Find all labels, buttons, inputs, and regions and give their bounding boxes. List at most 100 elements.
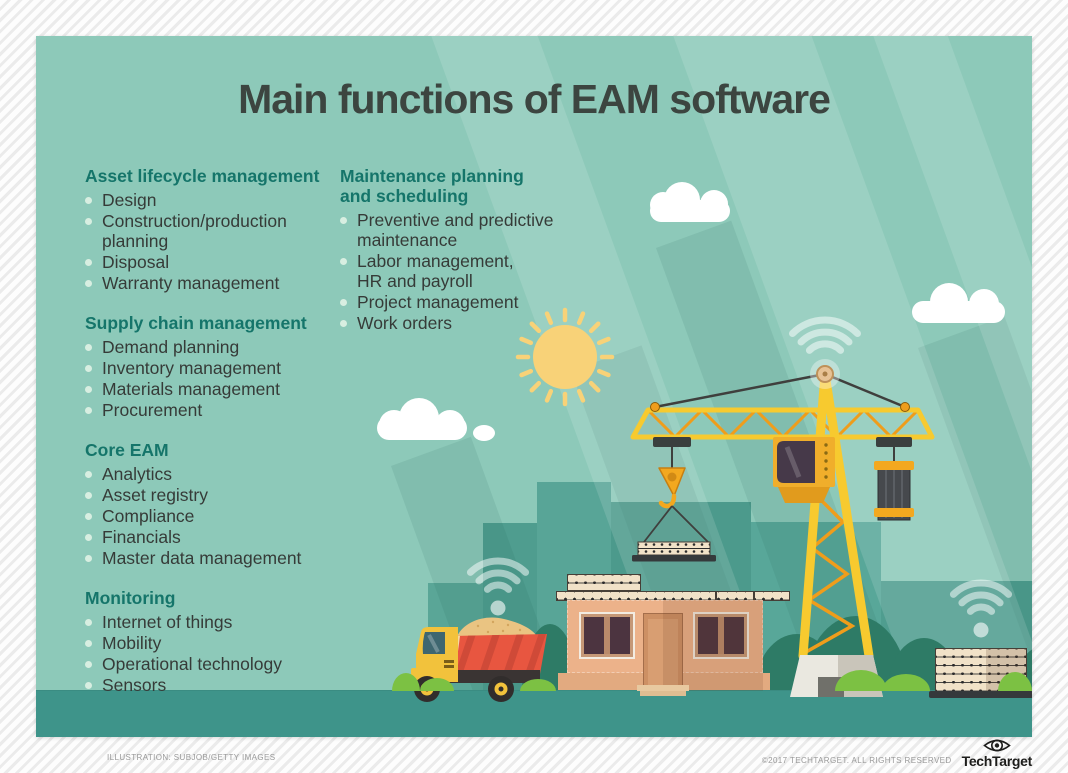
list-item: Compliance	[85, 506, 323, 526]
list-item: Mobility	[85, 633, 323, 653]
bullet-icon	[85, 217, 92, 225]
list-item: Master data management	[85, 548, 323, 568]
crane-trolley	[876, 437, 912, 447]
bullet-icon	[85, 343, 92, 351]
list-item: Internet of things	[85, 612, 323, 632]
item-list: Internet of things Mobility Operational …	[85, 612, 323, 695]
house-door-panel	[648, 619, 678, 685]
section-asset-lifecycle-management: Asset lifecycle management Design Constr…	[85, 166, 323, 293]
list-item-label: Materials management	[102, 379, 280, 399]
bush	[392, 673, 420, 691]
bullet-icon	[85, 681, 92, 689]
truck-chassis	[438, 670, 540, 683]
list-item-label: Compliance	[102, 506, 195, 526]
item-list: Design Construction/production planning …	[85, 190, 323, 293]
truck-window	[422, 632, 445, 654]
crane-counterweight	[874, 461, 914, 521]
bush	[882, 674, 930, 691]
bullet-icon	[85, 533, 92, 541]
crane-tower	[798, 369, 874, 661]
list-item-label: Warranty management	[102, 273, 280, 293]
crane-jib	[630, 402, 935, 440]
list-item-label: Sensors	[102, 675, 167, 695]
list-item: Project management	[340, 292, 578, 312]
list-item-label: Mobility	[102, 633, 162, 653]
list-item-label: Labor management, HR and payroll	[357, 251, 514, 291]
list-item-label: Financials	[102, 527, 181, 547]
bullet-icon	[85, 406, 92, 414]
item-list: Demand planning Inventory management Mat…	[85, 337, 323, 420]
crane-tie-lines	[654, 372, 906, 409]
sun-icon	[515, 307, 615, 407]
crane-apex-sensor	[810, 359, 840, 389]
list-item: Disposal	[85, 252, 323, 272]
wifi-icon	[466, 557, 530, 616]
list-item-label: Disposal	[102, 252, 170, 272]
house-under-construction	[551, 572, 801, 704]
list-item-label: Procurement	[102, 400, 203, 420]
section-heading: Monitoring	[85, 588, 176, 608]
list-item: Design	[85, 190, 323, 210]
bush	[835, 670, 887, 691]
bullet-icon	[85, 618, 92, 626]
list-item-label: Analytics	[102, 464, 173, 484]
techtarget-eye-icon	[983, 739, 1011, 752]
bullet-icon	[85, 470, 92, 478]
list-item-label: Operational technology	[102, 654, 282, 674]
section-heading: Maintenance planning and scheduling	[340, 166, 524, 206]
bullet-icon	[85, 660, 92, 668]
techtarget-wordmark: TechTarget	[961, 753, 1033, 769]
crane-cab	[773, 437, 835, 503]
copyright-text: ©2017 TECHTARGET. ALL RIGHTS RESERVED	[761, 756, 952, 765]
cloud	[912, 283, 1005, 323]
bullet-icon	[85, 196, 92, 204]
section-heading: Core EAM	[85, 440, 169, 460]
list-item-label: Inventory management	[102, 358, 281, 378]
list-item: Analytics	[85, 464, 323, 484]
brick-beam	[567, 574, 641, 591]
list-item-label: Construction/production planning	[102, 211, 287, 251]
list-item: Operational technology	[85, 654, 323, 674]
list-item: Warranty management	[85, 273, 323, 293]
section-maintenance-planning: Maintenance planning and scheduling Prev…	[340, 166, 578, 333]
house-step	[640, 691, 686, 696]
section-monitoring: Monitoring Internet of things Mobility O…	[85, 588, 323, 695]
section-heading: Supply chain management	[85, 313, 307, 333]
list-item: Asset registry	[85, 485, 323, 505]
list-item: Preventive and predictive maintenance	[340, 210, 578, 250]
pallet-base	[929, 691, 1032, 698]
list-item-label: Asset registry	[102, 485, 208, 505]
house-window	[693, 612, 749, 659]
crane-hook-icon	[658, 467, 686, 509]
bullet-icon	[340, 319, 347, 327]
list-item: Inventory management	[85, 358, 323, 378]
list-item: Work orders	[340, 313, 578, 333]
bullet-icon	[85, 279, 92, 287]
bullet-icon	[85, 512, 92, 520]
footer-brand-area: ©2017 TECHTARGET. ALL RIGHTS RESERVED Te…	[762, 737, 1032, 769]
section-supply-chain-management: Supply chain management Demand planning …	[85, 313, 323, 420]
house-window	[579, 612, 635, 659]
section-heading: Asset lifecycle management	[85, 166, 320, 186]
list-item: Financials	[85, 527, 323, 547]
house-shadow-overlay	[663, 600, 763, 691]
illustration-credit: ILLUSTRATION: SUBJOB/GETTY IMAGES	[107, 753, 276, 762]
list-item: Construction/production planning	[85, 211, 323, 251]
bullet-icon	[85, 258, 92, 266]
bullet-icon	[85, 385, 92, 393]
wifi-icon	[789, 316, 861, 354]
bullet-icon	[85, 364, 92, 372]
bullet-icon	[85, 554, 92, 562]
bullet-icon	[85, 639, 92, 647]
list-item-label: Demand planning	[102, 337, 240, 357]
list-item-label: Design	[102, 190, 157, 210]
bullet-icon	[340, 257, 347, 265]
function-list-left: Asset lifecycle management Design Constr…	[85, 166, 323, 715]
bullet-icon	[85, 491, 92, 499]
function-list-right: Maintenance planning and scheduling Prev…	[340, 166, 578, 353]
bush	[998, 672, 1032, 691]
page-title: Main functions of EAM software	[238, 76, 831, 122]
cloud-puff	[473, 425, 495, 441]
list-item-label: Preventive and predictive maintenance	[357, 210, 554, 250]
item-list: Analytics Asset registry Compliance Fina…	[85, 464, 323, 568]
